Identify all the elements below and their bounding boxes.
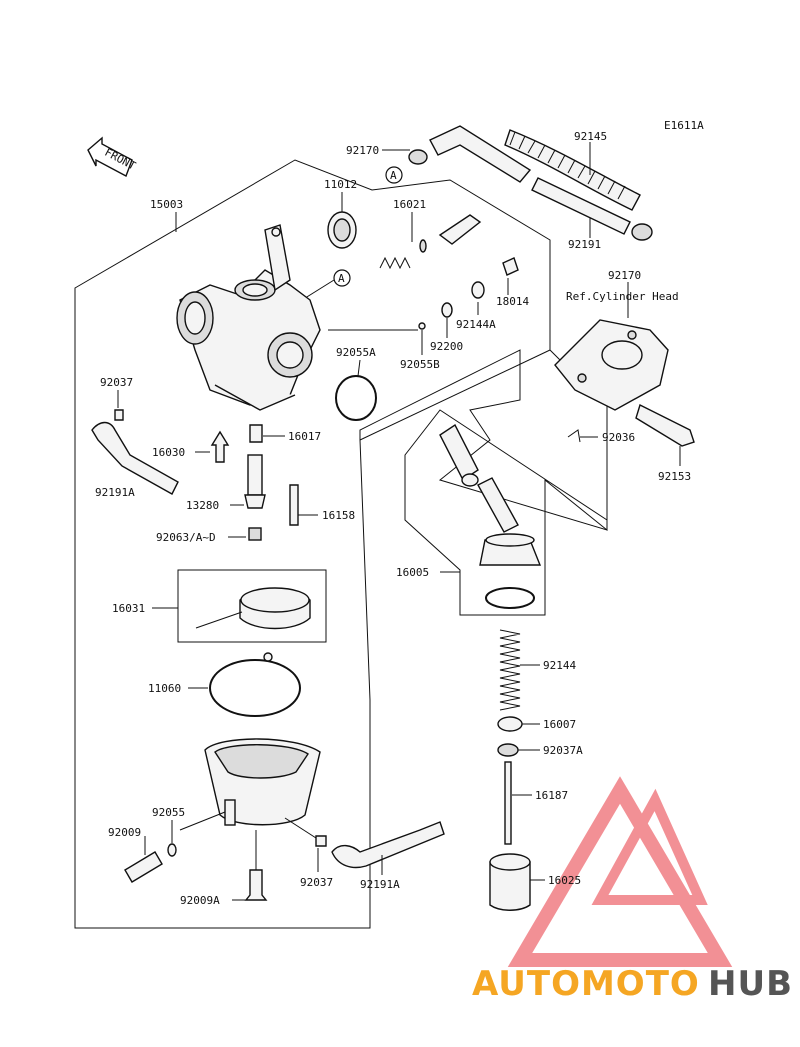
needle-jet-13280 xyxy=(247,454,263,496)
spring-16021 xyxy=(379,214,482,270)
label-16187: 16187 xyxy=(535,789,568,802)
float-16031 xyxy=(195,587,311,630)
carburetor-body xyxy=(176,224,321,411)
callout-a-top: A xyxy=(385,166,403,184)
label-92036: 92036 xyxy=(602,431,635,444)
svg-text:HUB: HUB xyxy=(708,964,793,1004)
label-92037-left: 92037 xyxy=(100,376,133,389)
diagram-code: E1611A xyxy=(664,119,704,132)
front-arrow-icon: FRONT xyxy=(87,136,138,177)
clip-92036 xyxy=(567,429,581,443)
label-16158: 16158 xyxy=(322,509,355,522)
jet-16017 xyxy=(249,424,263,443)
label-92145: 92145 xyxy=(574,130,607,143)
label-92153: 92153 xyxy=(658,470,691,483)
label-92055b: 92055B xyxy=(400,358,440,371)
oring-92055b xyxy=(418,322,426,330)
hose-92191a-left xyxy=(91,421,179,495)
label-92170-top: 92170 xyxy=(346,144,379,157)
label-15003: 15003 xyxy=(150,198,183,211)
label-92191a-left: 92191A xyxy=(95,486,135,499)
label-16025: 16025 xyxy=(548,874,581,887)
leader-lines xyxy=(117,142,681,901)
oring-92200 xyxy=(441,302,453,318)
oring-92055a xyxy=(335,375,377,421)
label-92191a-bottom: 92191A xyxy=(360,878,400,891)
svg-text:AUTOMOTO: AUTOMOTO xyxy=(472,964,700,1004)
label-11060: 11060 xyxy=(148,682,181,695)
label-92037a: 92037A xyxy=(543,744,583,757)
clamp-92170-top xyxy=(408,149,428,165)
seat-16007 xyxy=(497,716,523,732)
label-92009a: 92009A xyxy=(180,894,220,907)
label-92200: 92200 xyxy=(430,340,463,353)
svg-text:A: A xyxy=(390,169,397,182)
hose-92191a-bottom xyxy=(331,821,445,869)
needle-16187 xyxy=(504,761,512,845)
clip-92037-bottom xyxy=(315,835,327,847)
label-16021: 16021 xyxy=(393,198,426,211)
float-bowl xyxy=(204,738,321,826)
label-13280: 13280 xyxy=(186,499,219,512)
fuel-tap-16005 xyxy=(439,423,542,609)
float-box xyxy=(177,569,327,643)
jet-92063 xyxy=(248,527,262,541)
label-16017: 16017 xyxy=(288,430,321,443)
label-92063: 92063/A~D xyxy=(156,531,216,544)
callout-a-mid: A xyxy=(333,269,351,287)
jet-16158 xyxy=(289,484,299,526)
label-92144a: 92144A xyxy=(456,318,496,331)
clip-92037a xyxy=(497,743,519,757)
part-labels: 92170 92145 15003 11012 16021 92191 9217… xyxy=(95,130,691,907)
label-16030: 16030 xyxy=(152,446,185,459)
label-92191: 92191 xyxy=(568,238,601,251)
label-18014: 18014 xyxy=(496,295,529,308)
oring-92055 xyxy=(167,843,177,857)
label-16031: 16031 xyxy=(112,602,145,615)
label-ref-cylinder-head: Ref.Cylinder Head xyxy=(566,290,679,303)
manifold-ref xyxy=(554,319,669,411)
hose-92191 xyxy=(531,177,631,235)
spring-92144 xyxy=(499,629,521,711)
watermark-text: AUTOMOTO HUB xyxy=(472,964,793,1004)
bolt-92153 xyxy=(635,404,695,447)
slide-16025 xyxy=(489,853,531,911)
bolt-92009a xyxy=(244,869,268,901)
label-92009: 92009 xyxy=(108,826,141,839)
label-16005: 16005 xyxy=(396,566,429,579)
label-16007: 16007 xyxy=(543,718,576,731)
svg-text:A: A xyxy=(338,272,345,285)
label-92055: 92055 xyxy=(152,806,185,819)
label-92170-right: 92170 xyxy=(608,269,641,282)
washer-92144a xyxy=(471,281,485,299)
clip-92037-left xyxy=(114,409,124,421)
watermark-logo xyxy=(507,776,733,967)
label-11012: 11012 xyxy=(324,178,357,191)
screw-92009 xyxy=(124,851,163,883)
screw-18014 xyxy=(502,257,519,276)
label-92144: 92144 xyxy=(543,659,576,672)
hose-92191-upper xyxy=(429,125,532,183)
label-92037-bottom: 92037 xyxy=(300,876,333,889)
hose-92145 xyxy=(504,129,641,211)
clamp-92170-right xyxy=(631,223,653,241)
tube-16030 xyxy=(210,430,230,463)
gasket-11060 xyxy=(209,659,301,717)
label-92055a: 92055A xyxy=(336,346,376,359)
